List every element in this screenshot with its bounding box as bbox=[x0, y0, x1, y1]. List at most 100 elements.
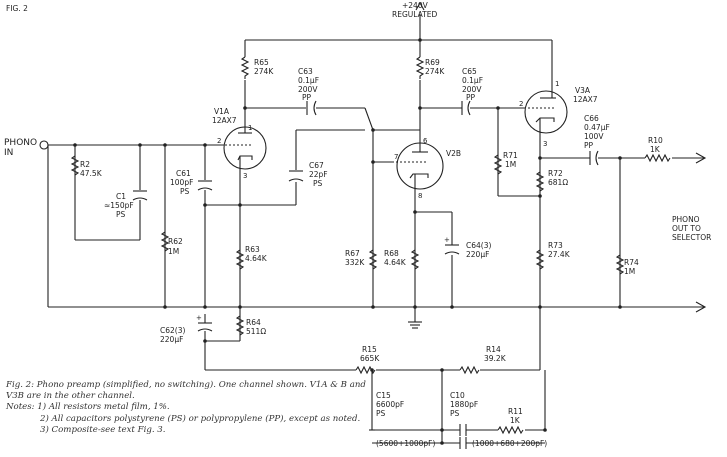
resistor-r68 bbox=[410, 249, 420, 270]
phono-out-label-3: SELECTOR bbox=[672, 233, 711, 242]
r73-name: R73 bbox=[548, 241, 563, 250]
r62-name: R62 bbox=[168, 237, 183, 246]
svg-text:+: + bbox=[196, 314, 202, 322]
phono-out-label-2: OUT TO bbox=[672, 224, 701, 233]
r15-value: 665K bbox=[360, 354, 380, 363]
c15-composite: (5600+1000pF) bbox=[376, 439, 435, 448]
c10-composite: (1000+680+200pF) bbox=[472, 439, 547, 448]
c64-name: C64(3) bbox=[466, 241, 491, 250]
r67-value: 332K bbox=[345, 258, 365, 267]
c61-value: 100pF bbox=[170, 178, 193, 187]
r67-name: R67 bbox=[345, 249, 360, 258]
c63-name: C63 bbox=[298, 67, 313, 76]
output-arrows bbox=[415, 1, 707, 313]
resistor-r73 bbox=[535, 249, 545, 270]
c1-type: PS bbox=[116, 210, 126, 219]
phono-out-label-1: PHONO bbox=[672, 215, 700, 224]
pin-v2b-plate: 6 bbox=[423, 137, 428, 145]
c65-name: C65 bbox=[462, 67, 477, 76]
r10-value: 1K bbox=[650, 145, 661, 154]
r15-name: R15 bbox=[362, 345, 377, 354]
resistor-r14 bbox=[459, 365, 480, 375]
c15-name: C15 bbox=[376, 391, 391, 400]
capacitor-c64: + bbox=[444, 236, 460, 255]
c10-type: PS bbox=[450, 409, 460, 418]
capacitor-c10 bbox=[459, 424, 467, 449]
r69-name: R69 bbox=[425, 58, 440, 67]
c66-value: 0.47μF bbox=[584, 123, 610, 132]
pin-v3a-grid: 2 bbox=[519, 100, 523, 108]
r74-value: 1M bbox=[624, 267, 635, 276]
c63-type: PP bbox=[302, 93, 312, 102]
c15-value: 6600pF bbox=[376, 400, 404, 409]
r63-value: 4.64K bbox=[245, 254, 268, 263]
r65-name: R65 bbox=[254, 58, 269, 67]
pin-v3a-cathode: 3 bbox=[543, 140, 547, 148]
c62-name: C62(3) bbox=[160, 326, 185, 335]
v1a-label: V1A bbox=[214, 107, 230, 116]
v1a-type: 12AX7 bbox=[212, 116, 237, 125]
caption-line-5: 3) Composite-see text Fig. 3. bbox=[40, 424, 166, 435]
r74-name: R74 bbox=[624, 258, 639, 267]
resistor-r67 bbox=[368, 249, 378, 270]
r73-value: 27.4K bbox=[548, 250, 571, 259]
c64-value: 220μF bbox=[466, 250, 489, 259]
resistor-r64 bbox=[235, 315, 245, 336]
phono-in-label-1: PHONO bbox=[4, 138, 37, 148]
caption-line-4: 2) All capacitors polystyrene (PS) or po… bbox=[40, 413, 361, 424]
caption-line-2: V3B are in the other channel. bbox=[6, 391, 135, 402]
pin-v1a-plate: 1 bbox=[248, 124, 252, 132]
pin-v2b-grid: 7 bbox=[394, 153, 398, 161]
r69-value: 274K bbox=[425, 67, 445, 76]
capacitor-c67 bbox=[288, 170, 304, 182]
resistor-r72 bbox=[535, 171, 545, 192]
figure-label: FIG. 2 bbox=[6, 4, 28, 13]
capacitor-c65 bbox=[461, 100, 471, 116]
r64-name: R64 bbox=[246, 318, 261, 327]
capacitor-c63 bbox=[306, 100, 317, 116]
r2-value: 47.5K bbox=[80, 169, 103, 178]
caption-line-1: Fig. 2: Phono preamp (simplified, no swi… bbox=[6, 380, 366, 390]
r71-value: 1M bbox=[505, 160, 516, 169]
supply-label-1: +240V bbox=[402, 1, 429, 10]
r72-value: 681Ω bbox=[548, 178, 568, 187]
r14-value: 39.2K bbox=[484, 354, 507, 363]
supply-label-2: REGULATED bbox=[392, 10, 437, 19]
figure-caption: Fig. 2: Phono preamp (simplified, no swi… bbox=[6, 380, 386, 436]
c66-type: PP bbox=[584, 141, 594, 150]
r14-name: R14 bbox=[486, 345, 501, 354]
c1-value: ≈150pF bbox=[104, 201, 134, 210]
c15-type: PS bbox=[376, 409, 386, 418]
c62-value: 220μF bbox=[160, 335, 183, 344]
resistor-r69 bbox=[415, 56, 425, 79]
c65-volt: 200V bbox=[462, 85, 482, 94]
c61-type: PS bbox=[180, 187, 190, 196]
capacitor-c1 bbox=[132, 190, 148, 201]
caption-line-3: Notes: 1) All resistors metal film, 1%. bbox=[6, 402, 170, 413]
resistor-r11 bbox=[497, 425, 524, 435]
c63-value: 0.1μF bbox=[298, 76, 319, 85]
tube-v2b bbox=[392, 132, 444, 196]
svg-text:+: + bbox=[444, 236, 450, 244]
c66-name: C66 bbox=[584, 114, 599, 123]
pin-v2b-cathode: 8 bbox=[418, 192, 422, 200]
r71-name: R71 bbox=[503, 151, 518, 160]
c63-volt: 200V bbox=[298, 85, 318, 94]
c1-name: C1 bbox=[116, 192, 126, 201]
tube-v3a bbox=[524, 82, 568, 138]
c67-name: C67 bbox=[309, 161, 324, 170]
wires bbox=[47, 14, 705, 444]
capacitor-c66 bbox=[589, 150, 599, 166]
resistor-r2 bbox=[70, 155, 80, 176]
c65-type: PP bbox=[466, 93, 476, 102]
r65-value: 274K bbox=[254, 67, 274, 76]
v3a-label: V3A bbox=[575, 86, 591, 95]
tube-v1a bbox=[223, 118, 267, 170]
c66-volt: 100V bbox=[584, 132, 604, 141]
c10-name: C10 bbox=[450, 391, 465, 400]
r68-value: 4.64K bbox=[384, 258, 407, 267]
resistor-r63 bbox=[235, 249, 245, 270]
c67-value: 22pF bbox=[309, 170, 328, 179]
r2-name: R2 bbox=[80, 160, 90, 169]
r11-value: 1K bbox=[510, 416, 521, 425]
